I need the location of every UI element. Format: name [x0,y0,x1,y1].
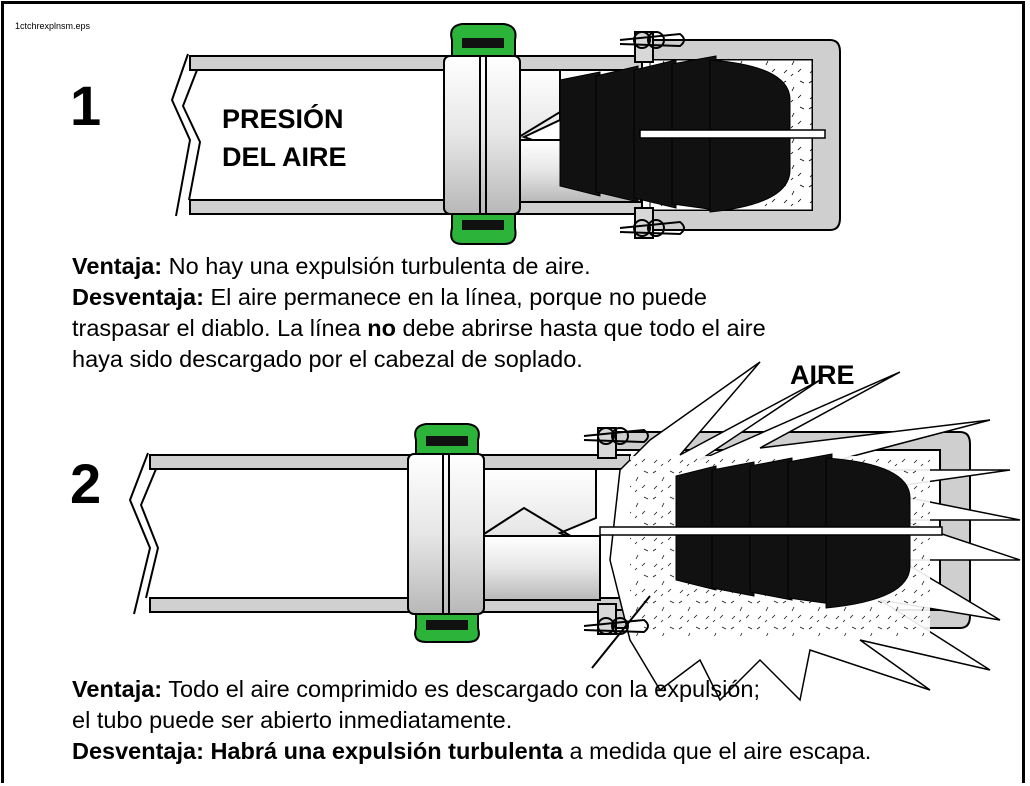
pig-diablo [559,55,791,213]
advantage-text-2a: Todo el aire comprimido es descargado co… [162,676,760,702]
pipe-break [170,53,192,217]
panel-2-advantage-line1: Ventaja: Todo el aire comprimido es desc… [72,674,760,705]
coupling-body [443,55,521,215]
pressure-label-line2: DEL AIRE [222,142,347,172]
file-label: 1ctchrexplnsm.eps [15,21,91,31]
cam-lock-ring-top-2 [583,427,649,459]
panel-1-number: 1 [70,74,102,137]
cam-lock-ring-bottom [619,207,685,239]
advantage-label-2: Ventaja: [72,676,163,702]
advantage-text-1: No hay una expulsión turbulenta de aire. [162,253,591,279]
air-label: AIRE [790,360,855,390]
disadvantage-label-1: Desventaja: [72,284,204,310]
pipe2-top-wall [149,454,631,470]
advantage-label-1: Ventaja: [72,253,163,279]
pipe2-break [128,452,152,615]
coupling2-body [407,453,485,615]
panel-1-disadvantage-line1: Desventaja: El aire permanece en la líne… [72,282,707,313]
disadvantage-text-1b: traspasar el diablo. La línea [72,315,368,341]
air-pointer-line [591,595,651,669]
pressure-label-line1: PRESIÓN [222,104,344,134]
disadvantage-text-1c: debe abrirse hasta que todo el aire [395,315,766,341]
disadvantage-emphasis-no: no [367,315,396,341]
pig-rod-2 [599,526,943,536]
panel-1-advantage: Ventaja: No hay una expulsión turbulenta… [72,251,591,282]
panel-2-advantage-line2: el tubo puede ser abierto inmediatamente… [72,707,513,733]
panel-2-number: 2 [70,452,102,515]
panel-2-disadvantage: Desventaja: Habrá una expulsión turbulen… [72,736,871,767]
pig-rod [639,129,826,139]
disadvantage-text-2: a medida que el aire escapa. [563,738,872,764]
disadvantage-text-1a: El aire permanece en la línea, porque no… [203,284,707,310]
disadvantage-label-2: Desventaja: Habrá una expulsión turbulen… [72,738,563,764]
panel-1-disadvantage-line2: traspasar el diablo. La línea no debe ab… [72,313,766,344]
panel-1-disadvantage-line3: haya sido descargado por el cabezal de s… [72,346,583,372]
cam-lock-ring-top [619,31,685,63]
